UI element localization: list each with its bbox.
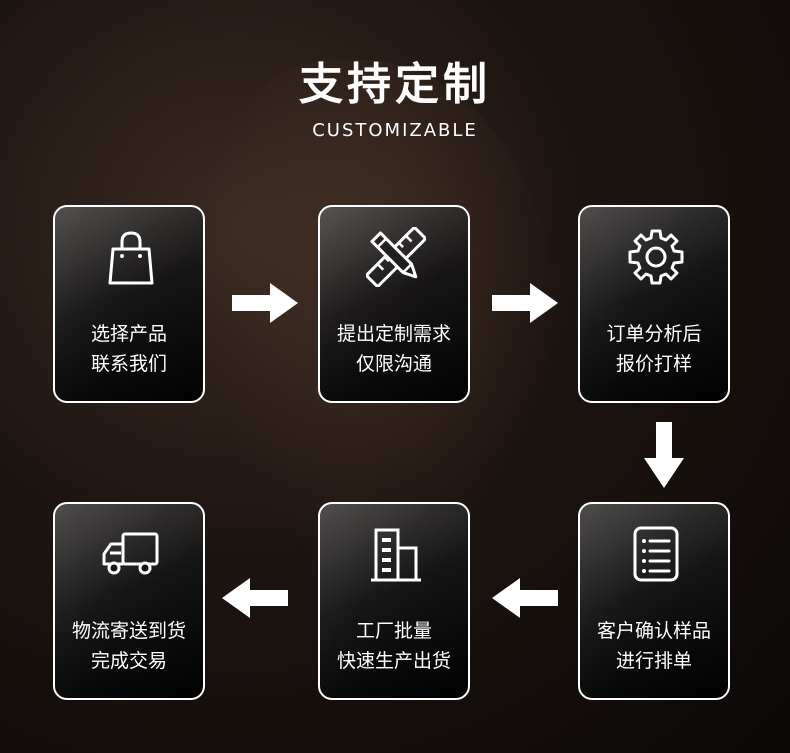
arrow-down-icon: [644, 422, 684, 488]
step-label: 提出定制需求 仅限沟通: [336, 323, 451, 375]
step-label: 订单分析后 报价打样: [606, 323, 702, 375]
step-card-mass-production: 工厂批量 快速生产出货: [318, 502, 470, 700]
delivery-truck-icon: [102, 532, 159, 575]
arrow-left-icon: [492, 578, 558, 618]
step-label: 客户确认样品 进行排单: [596, 620, 711, 672]
step-label: 工厂批量 快速生产出货: [336, 620, 451, 672]
factory-building-icon: [371, 528, 421, 582]
page-title: 支持定制: [299, 59, 491, 110]
shopping-bag-icon: [108, 231, 154, 285]
document-list-icon: [633, 526, 679, 582]
step-card-confirm-sample: 客户确认样品 进行排单: [578, 502, 730, 700]
arrow-left-icon: [222, 578, 288, 618]
arrow-right-icon: [492, 283, 558, 323]
arrow-right-icon: [232, 283, 298, 323]
gear-icon: [628, 229, 684, 285]
step-card-select-product: 选择产品 联系我们: [53, 205, 205, 403]
step-card-order-analysis: 订单分析后 报价打样: [578, 205, 730, 403]
step-label: 选择产品 联系我们: [90, 323, 167, 375]
page-subtitle: CUSTOMIZABLE: [312, 120, 478, 141]
step-card-custom-request: 提出定制需求 仅限沟通: [318, 205, 470, 403]
step-label: 物流寄送到货 完成交易: [71, 620, 186, 672]
pencil-ruler-icon: [366, 227, 426, 287]
step-card-logistics-delivery: 物流寄送到货 完成交易: [53, 502, 205, 700]
